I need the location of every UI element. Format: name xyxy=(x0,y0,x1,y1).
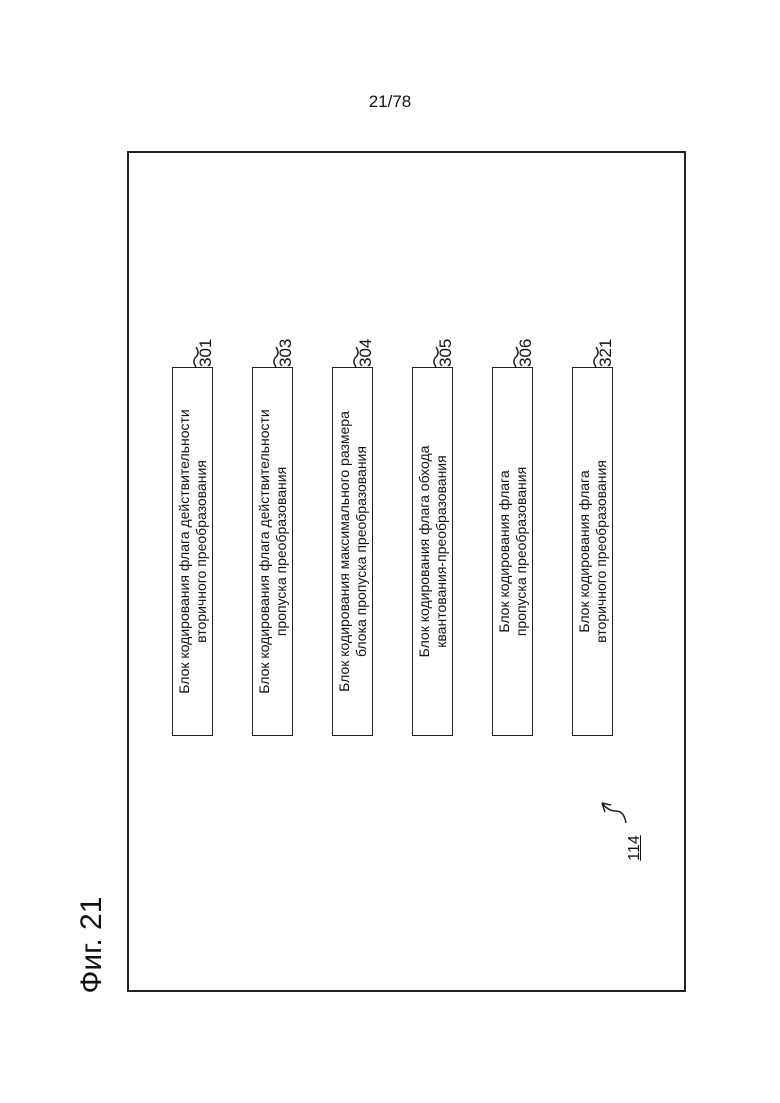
arrow-icon xyxy=(602,803,626,823)
device-ref: 114 xyxy=(625,828,645,868)
leader-squiggle xyxy=(194,347,198,367)
leader-squiggle xyxy=(274,347,278,367)
leader-squiggle xyxy=(514,347,518,367)
leader-squiggle xyxy=(434,347,438,367)
leader-squiggle xyxy=(354,347,358,367)
leader-squiggle xyxy=(594,347,598,367)
